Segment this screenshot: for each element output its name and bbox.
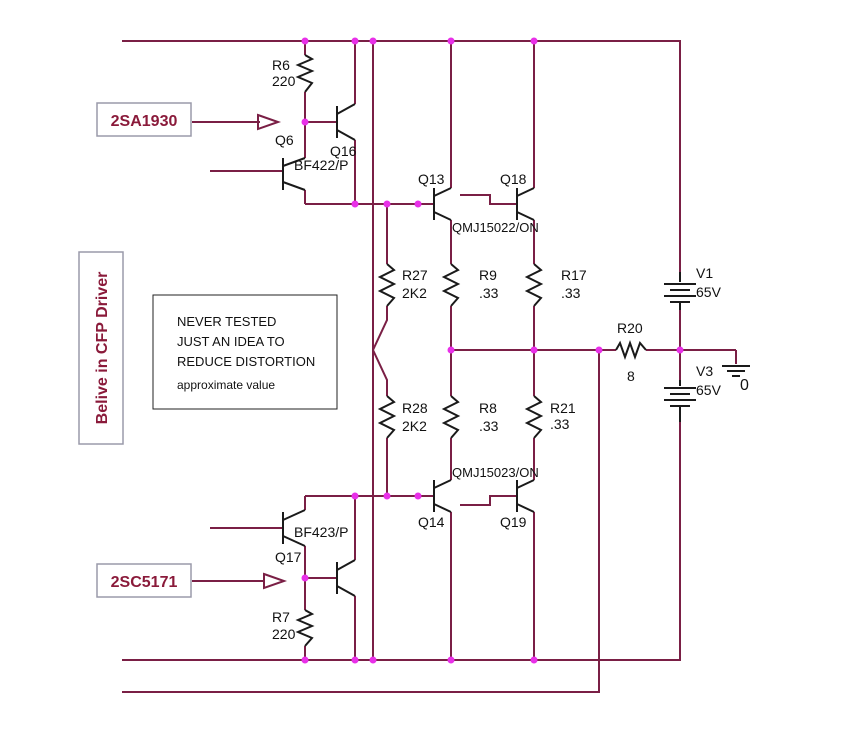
resistor-r27 <box>377 263 397 307</box>
label-r27-name: R27 <box>402 267 428 283</box>
label-v3-value: 65V <box>696 382 722 398</box>
note-line-2: JUST AN IDEA TO <box>177 334 285 349</box>
label-r20-value: 8 <box>627 368 635 384</box>
transistor-q16 <box>336 103 356 141</box>
label-r20-name: R20 <box>617 320 643 336</box>
label-q6-part: BF422/P <box>294 157 348 173</box>
label-v1-value: 65V <box>696 284 722 300</box>
label-v3-name: V3 <box>696 363 713 379</box>
resistor-r17 <box>524 263 544 307</box>
label-r9-value: .33 <box>479 285 499 301</box>
transistor-q19 <box>516 479 535 513</box>
label-r21-value: .33 <box>550 416 570 432</box>
note-box <box>152 294 338 410</box>
note-line-1: NEVER TESTED <box>177 314 276 329</box>
transistors <box>282 103 535 597</box>
note-line-4: approximate value <box>177 378 275 392</box>
resistor-r9 <box>441 263 461 307</box>
label-v1-name: V1 <box>696 265 713 281</box>
resistors <box>295 54 647 647</box>
label-q13: Q13 <box>418 171 445 187</box>
side-label-box <box>78 251 124 445</box>
resistor-r7 <box>295 609 315 647</box>
battery-v3 <box>664 380 696 422</box>
resistor-r20 <box>615 340 647 360</box>
transistor-q17 <box>282 509 306 547</box>
label-r8-name: R8 <box>479 400 497 416</box>
resistor-r21 <box>524 395 544 439</box>
label-bottom-output-part: QMJ15023/ON <box>452 465 539 480</box>
component-labels: R6 220 Q6 Q16 BF422/P Q13 Q18 QMJ15022/O… <box>272 57 749 642</box>
label-r28-name: R28 <box>402 400 428 416</box>
transistor-bottom-driver <box>336 559 356 597</box>
label-r17-name: R17 <box>561 267 587 283</box>
label-ground: 0 <box>740 377 749 394</box>
label-q14: Q14 <box>418 514 445 530</box>
label-r8-value: .33 <box>479 418 499 434</box>
label-q17-part: BF423/P <box>294 524 348 540</box>
input-tag-bottom: 2SC5171 <box>111 574 178 591</box>
label-q16: Q16 <box>330 143 357 159</box>
ground-symbol <box>722 350 750 377</box>
input-tag-top-box <box>96 102 192 137</box>
transistor-q13 <box>433 187 452 221</box>
label-r9-name: R9 <box>479 267 497 283</box>
resistor-r6 <box>295 54 315 93</box>
side-label: Belive in CFP Driver <box>94 272 111 425</box>
junction-dots <box>301 37 684 664</box>
label-top-output-part: QMJ15022/ON <box>452 220 539 235</box>
label-r21-name: R21 <box>550 400 576 416</box>
label-q6: Q6 <box>275 132 294 148</box>
transistor-q14 <box>433 479 452 513</box>
transistor-q18 <box>516 187 535 221</box>
label-r7-value: 220 <box>272 626 296 642</box>
wires <box>122 40 736 693</box>
label-q17: Q17 <box>275 549 302 565</box>
label-r28-value: 2K2 <box>402 418 427 434</box>
label-q19: Q19 <box>500 514 527 530</box>
label-r6-name: R6 <box>272 57 290 73</box>
note-line-3: REDUCE DISTORTION <box>177 354 315 369</box>
input-tag-bottom-box <box>96 563 192 598</box>
label-q18: Q18 <box>500 171 527 187</box>
resistor-r8 <box>441 395 461 439</box>
label-r7-name: R7 <box>272 609 290 625</box>
input-tag-top: 2SA1930 <box>111 113 178 130</box>
resistor-r28 <box>377 395 397 439</box>
battery-v1 <box>664 272 696 310</box>
label-r6-value: 220 <box>272 73 296 89</box>
label-r27-value: 2K2 <box>402 285 427 301</box>
transistor-q6 <box>282 157 306 191</box>
label-r17-value: .33 <box>561 285 581 301</box>
